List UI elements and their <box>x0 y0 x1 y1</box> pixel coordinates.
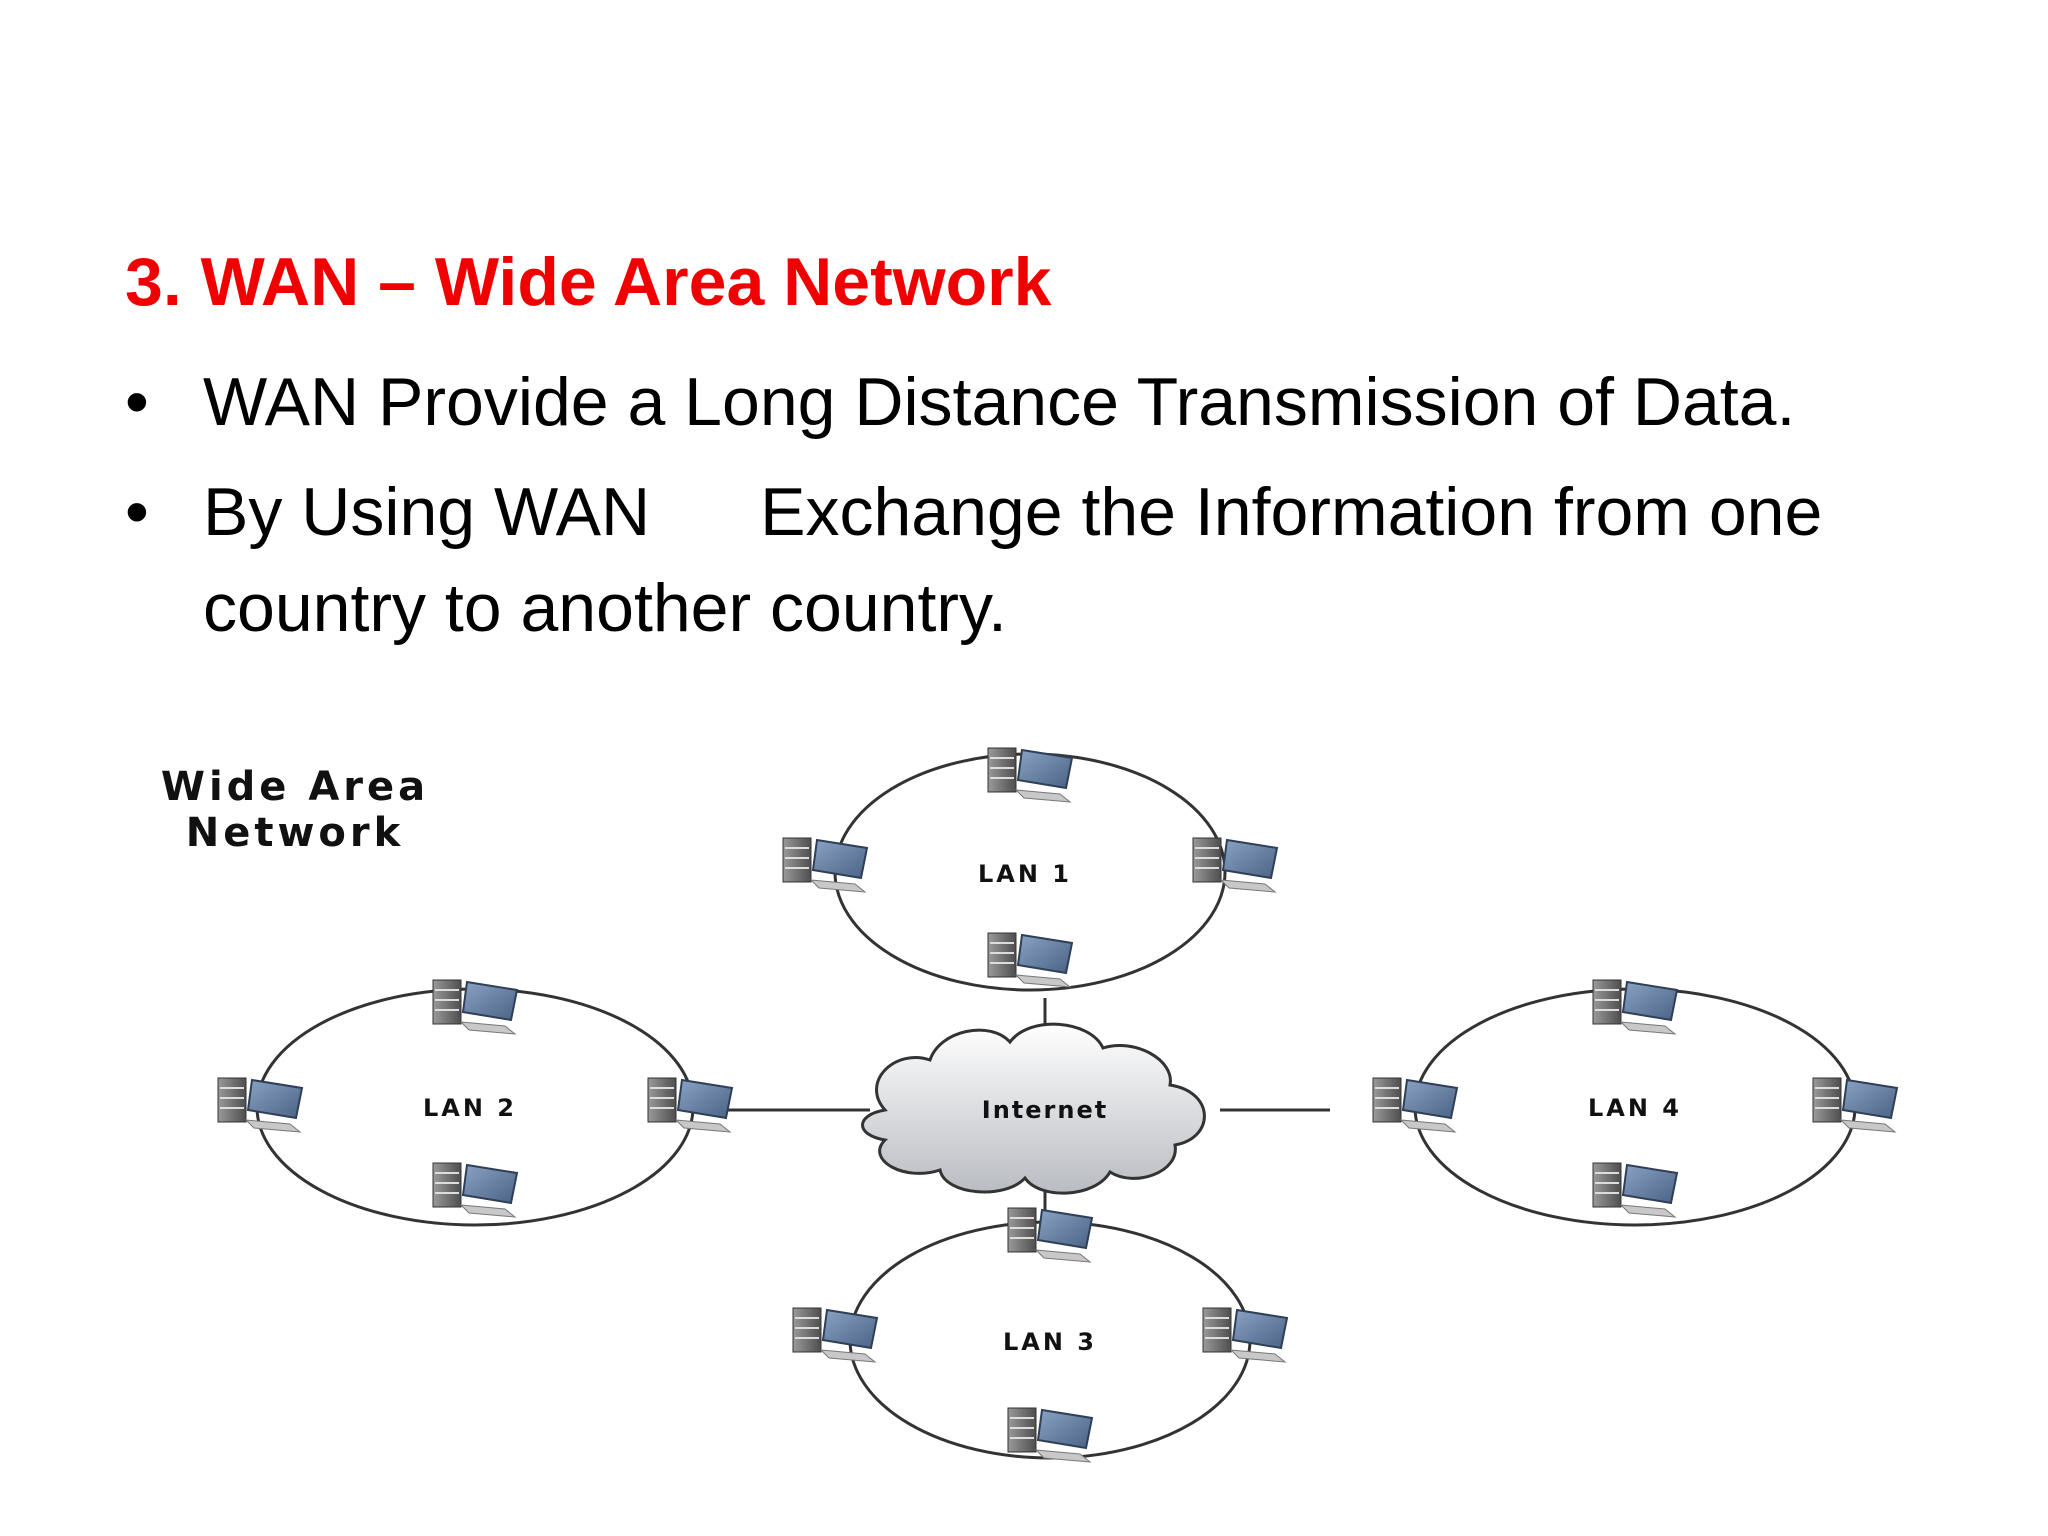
workstation-icon <box>1007 1407 1093 1463</box>
lan-label: LAN 2 <box>423 1094 517 1122</box>
bullet-glyph: • <box>125 474 149 550</box>
workstation-icon <box>1372 1077 1458 1133</box>
workstation-icon <box>217 1077 303 1133</box>
bullet-item: • WAN Provide a Long Distance Transmissi… <box>125 354 1885 450</box>
workstation-icon <box>782 837 868 893</box>
diagram-title-line1: Wide Area <box>161 764 429 810</box>
lan-label: LAN 4 <box>1588 1094 1682 1122</box>
bullet-text: WAN Provide a Long Distance Transmission… <box>203 364 1796 440</box>
workstation-icon <box>987 747 1073 803</box>
workstation-icon <box>1007 1207 1093 1263</box>
workstation-icon <box>987 932 1073 988</box>
workstation-icon <box>1592 979 1678 1035</box>
cloud-label: Internet <box>982 1096 1108 1124</box>
bullet-text-part-b: Exchange the Information from one countr… <box>203 474 1823 646</box>
workstation-icon <box>1202 1307 1288 1363</box>
workstation-icon <box>432 979 518 1035</box>
workstation-icon <box>1592 1162 1678 1218</box>
lan-label: LAN 1 <box>978 860 1072 888</box>
bullet-glyph: • <box>125 364 149 440</box>
slide-text: 3. WAN – Wide Area Network • WAN Provide… <box>125 240 1885 670</box>
cloud-icon <box>861 1022 1206 1195</box>
workstation-icon <box>1812 1077 1898 1133</box>
wan-diagram: Wide Area Network Internet LAN 1 LAN 2 L… <box>125 730 1985 1490</box>
bullet-text-part-a: By Using WAN <box>203 474 651 550</box>
diagram-title-line2: Network <box>186 810 405 856</box>
lan-label: LAN 3 <box>1003 1328 1097 1356</box>
workstation-icon <box>792 1307 878 1363</box>
wan-diagram-svg: Wide Area Network Internet LAN 1 LAN 2 L… <box>161 747 1898 1463</box>
slide-heading: 3. WAN – Wide Area Network <box>125 244 1052 320</box>
workstation-icon <box>647 1077 733 1133</box>
workstation-icon <box>1192 837 1278 893</box>
workstation-icon <box>432 1162 518 1218</box>
